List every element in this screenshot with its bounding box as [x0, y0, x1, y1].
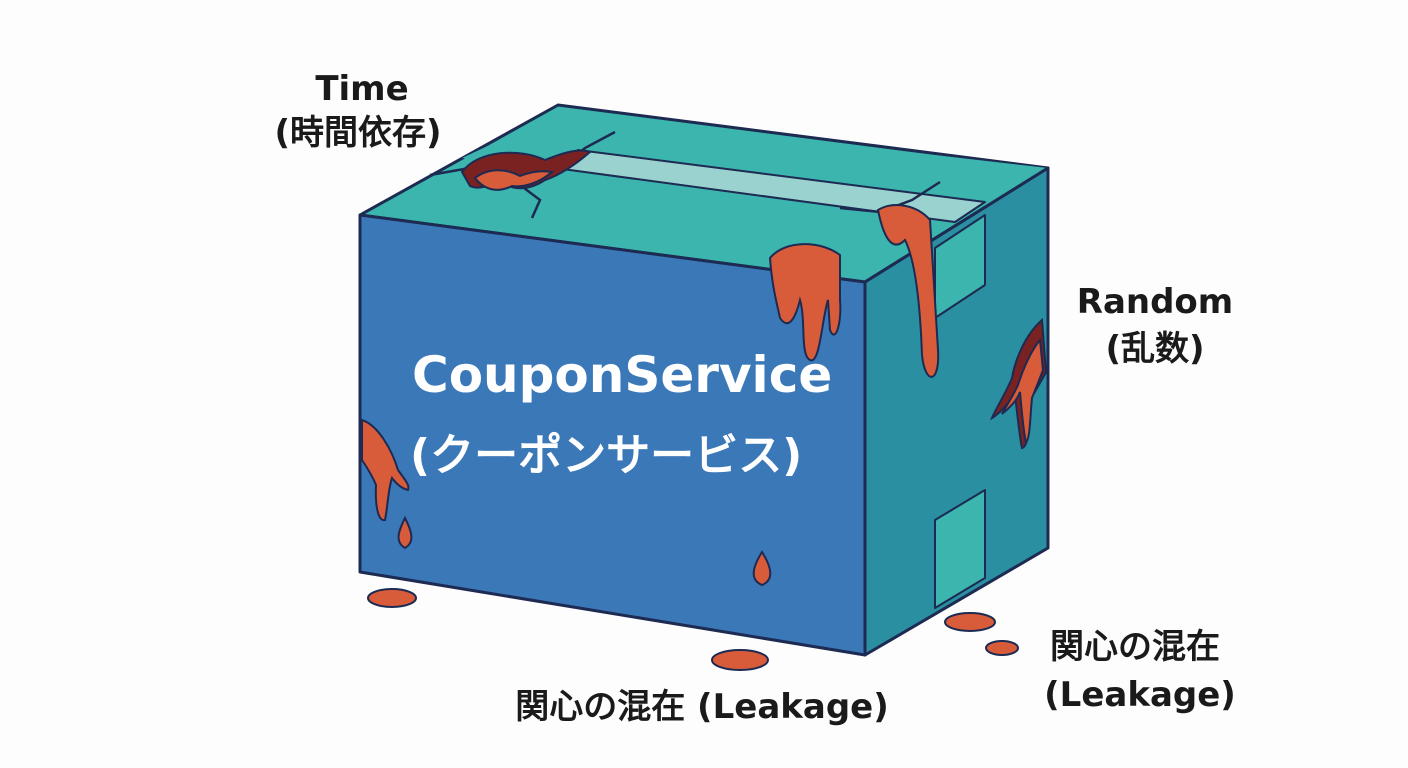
box	[358, 103, 1050, 657]
label-leakage-right-line2: (Leakage)	[1044, 675, 1236, 715]
label-time-line2: (時間依存)	[274, 113, 441, 153]
drop-front	[752, 550, 772, 587]
box-title: CouponService	[412, 346, 832, 404]
puddle-front-left	[367, 588, 417, 608]
label-time-line1: Time	[315, 69, 408, 109]
box-subtitle: (クーポンサービス)	[410, 430, 802, 481]
label-random-line2: (乱数)	[1105, 329, 1204, 369]
label-random-line1: Random	[1077, 282, 1233, 322]
leak-left-crack	[361, 418, 410, 522]
box-front-face	[358, 213, 867, 657]
box-side-tape-bottom	[934, 489, 986, 609]
puddle-right-1	[944, 612, 996, 632]
drop-left	[397, 515, 413, 550]
leak-front-corner	[768, 243, 842, 362]
leak-tape-edge	[876, 204, 940, 378]
label-leakage-right-line1: 関心の混在	[1050, 627, 1220, 667]
label-leakage-bottom: 関心の混在 (Leakage)	[515, 687, 889, 727]
leaks	[361, 149, 1048, 671]
puddle-front-bottom	[711, 649, 769, 671]
puddle-right-2	[985, 640, 1019, 656]
